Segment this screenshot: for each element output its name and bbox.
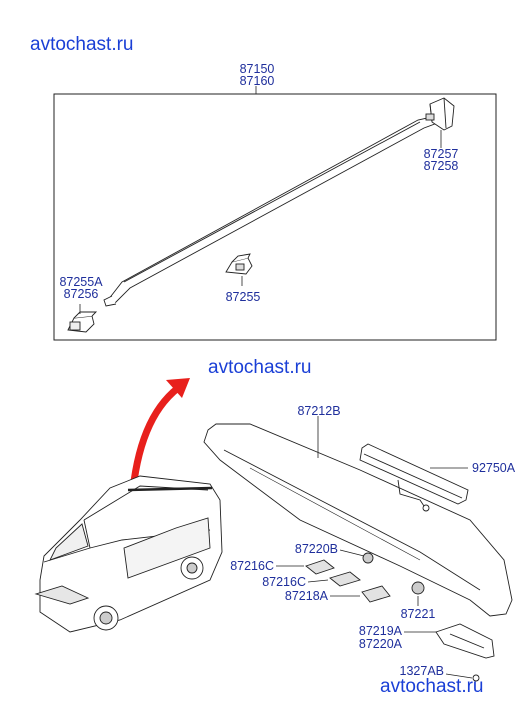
label-1327AB: 1327AB <box>399 664 444 678</box>
label-87160: 87160 <box>239 74 275 88</box>
mount-clip-part <box>225 253 253 275</box>
pad-87221 <box>411 581 425 595</box>
watermark-top: avtochast.ru <box>30 34 134 55</box>
label-87150: 87150 <box>239 62 275 76</box>
pad-parts <box>305 552 425 603</box>
label-92750A: 92750A <box>472 461 516 475</box>
end-bracket-part <box>435 623 495 659</box>
brake-light-part <box>359 443 469 512</box>
watermark-middle: avtochast.ru <box>208 357 312 378</box>
label-87219A: 87219A <box>358 624 402 638</box>
label-87258: 87258 <box>423 159 459 173</box>
label-87255: 87255 <box>225 290 261 304</box>
pad-87218A <box>361 585 391 603</box>
label-87257: 87257 <box>423 147 459 161</box>
front-end-cap-part <box>67 311 98 333</box>
label-87220A: 87220A <box>358 637 402 651</box>
watermark-bottom: avtochast.ru <box>380 676 484 697</box>
label-87216C-2: 87216C <box>262 575 306 589</box>
rail-end-cap-part <box>425 97 455 131</box>
pad-87220B <box>362 552 374 564</box>
rear-spoiler-part <box>203 423 513 617</box>
label-87255A: 87255A <box>59 275 103 289</box>
bolt-part <box>472 674 480 682</box>
label-87220B: 87220B <box>294 542 338 556</box>
label-87218A: 87218A <box>284 589 328 603</box>
pad-87216C-2 <box>329 571 361 587</box>
label-87212B: 87212B <box>297 404 341 418</box>
label-87256: 87256 <box>63 287 99 301</box>
label-87221: 87221 <box>400 607 436 621</box>
pad-87216C-1 <box>305 559 335 575</box>
roof-rail-part <box>103 115 441 307</box>
label-87216C-1: 87216C <box>230 559 274 573</box>
roof-rail-detail-box <box>53 93 497 341</box>
van-illustration <box>34 475 223 633</box>
